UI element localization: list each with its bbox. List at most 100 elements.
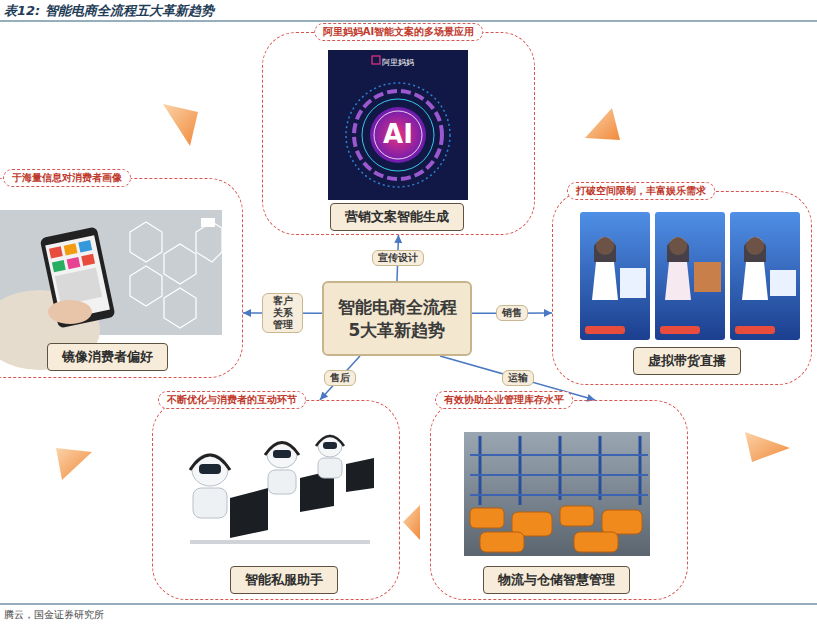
consumer-photo <box>40 226 116 328</box>
decor-triangle <box>163 104 198 146</box>
chart-title: 表12: 智能电商全流程五大革新趋势 <box>4 2 214 20</box>
warehouse-photo <box>560 506 594 526</box>
live-stream-screens <box>620 268 646 298</box>
edge-label: 运输 <box>508 372 528 384</box>
panel-header: 不断优化与消费者的互动环节 <box>158 391 306 409</box>
hub-box: 智能电商全流程 5大革新趋势 <box>322 281 472 356</box>
hub-text-wrap: 智能电商全流程 5大革新趋势 <box>335 296 460 342</box>
consumer-photo <box>201 218 215 227</box>
live-stream-screens <box>585 326 625 334</box>
live-stream-screens <box>694 262 721 292</box>
decor-triangle <box>585 108 620 140</box>
decor-triangle <box>745 432 790 462</box>
robot-assistants <box>192 454 228 486</box>
robot-assistants <box>316 435 374 492</box>
robot-assistants <box>190 455 230 470</box>
live-stream-screens <box>585 237 646 334</box>
warehouse-photo <box>470 455 648 495</box>
warehouse-photo <box>464 432 650 556</box>
consumer-photo <box>52 260 66 272</box>
warehouse-photo <box>574 532 618 552</box>
edge-label-box: 运输 <box>502 370 534 386</box>
box-text: 镜像消费者偏好 <box>62 348 153 366</box>
warehouse-photo <box>602 510 642 534</box>
edge-label-box: 客户关系管理 <box>262 293 303 333</box>
trend-panel: 不断优化与消费者的互动环节智能私服助手 <box>152 400 400 600</box>
robot-assistants <box>268 470 296 494</box>
consumer-photo <box>164 288 196 328</box>
warehouse-photo <box>470 508 504 528</box>
edge-label-box: 宣传设计 <box>372 250 424 266</box>
edge-label-box: 销售 <box>496 305 528 321</box>
consumer-photo <box>40 226 116 328</box>
live-stream-screens <box>592 262 618 300</box>
panel-header: 阿里妈妈AI智能文案的多场景应用 <box>314 23 483 41</box>
robot-assistants <box>170 420 382 555</box>
warehouse-photo <box>470 506 642 552</box>
consumer-photo <box>78 240 92 252</box>
live-stream-screens <box>655 212 725 340</box>
live-stream-screens <box>580 212 650 340</box>
live-stream-screens <box>580 212 800 340</box>
warehouse-photo <box>599 436 602 500</box>
warehouse-photo <box>559 436 562 500</box>
warehouse-photo <box>470 474 648 476</box>
panel-header: 于海量信息对消费者画像 <box>3 169 131 187</box>
robot-assistants <box>346 458 374 492</box>
consumer-photo <box>0 210 222 370</box>
edge-label: 客户关系管理 <box>268 295 297 331</box>
box-text: 营销文案智能生成 <box>345 208 449 226</box>
ai-screen <box>374 111 422 159</box>
live-stream-screens <box>735 237 796 334</box>
consumer-photo <box>130 266 162 306</box>
box-text: 智能私服助手 <box>245 571 323 589</box>
consumer-photo <box>130 222 222 328</box>
trend-panel: 于海量信息对消费者画像镜像消费者偏好 <box>0 178 243 378</box>
ai-screen <box>362 99 434 171</box>
edge-label: 销售 <box>502 307 522 319</box>
trend-label-box: 智能私服助手 <box>230 566 338 594</box>
live-stream-screens <box>660 326 700 334</box>
warehouse-photo <box>480 532 524 552</box>
trend-label-box: 物流与仓储智慧管理 <box>483 566 630 594</box>
ai-screen <box>328 50 468 200</box>
consumer-photo <box>48 300 92 324</box>
consumer-photo <box>64 243 78 255</box>
trend-label-box: 营销文案智能生成 <box>330 203 464 231</box>
robot-assistants <box>170 420 382 555</box>
robot-assistants <box>190 540 370 544</box>
connector-arrow <box>320 356 360 400</box>
source-note: 腾云，国金证券研究所 <box>4 609 104 622</box>
warehouse-photo <box>470 454 648 456</box>
live-stream-screens <box>660 237 721 334</box>
trend-label-box: 镜像消费者偏好 <box>47 343 168 371</box>
image-text: 阿里妈妈 <box>382 57 414 68</box>
image-text: AI <box>383 119 413 149</box>
robot-assistants <box>316 436 344 446</box>
robot-assistants <box>323 442 337 449</box>
live-stream-screens <box>742 262 768 300</box>
ai-screen <box>346 83 450 187</box>
trend-panel: 有效协助企业管理库存水平物流与仓储智慧管理 <box>430 400 688 600</box>
consumer-photo <box>49 246 63 258</box>
edge-label-box: 售后 <box>324 370 356 386</box>
ai-screen <box>328 50 468 200</box>
trend-panel: 打破空间限制，丰富娱乐需求虚拟带货直播 <box>552 191 812 385</box>
consumer-photo <box>196 222 222 262</box>
decor-triangle <box>56 448 92 480</box>
edge-label: 售后 <box>330 372 350 384</box>
panel-header: 打破空间限制，丰富娱乐需求 <box>567 182 715 200</box>
edge-label: 宣传设计 <box>378 252 418 264</box>
ai-screen <box>372 56 380 64</box>
robot-assistants <box>199 464 221 474</box>
warehouse-photo <box>464 432 650 556</box>
panel-header: 有效协助企业管理库存水平 <box>435 391 573 409</box>
consumer-photo <box>130 222 162 262</box>
consumer-photo <box>164 244 196 284</box>
consumer-photo <box>55 267 102 305</box>
live-stream-screens <box>730 212 800 340</box>
robot-assistants <box>265 443 299 456</box>
decor-triangle <box>403 505 420 540</box>
ai-screen <box>354 91 442 179</box>
